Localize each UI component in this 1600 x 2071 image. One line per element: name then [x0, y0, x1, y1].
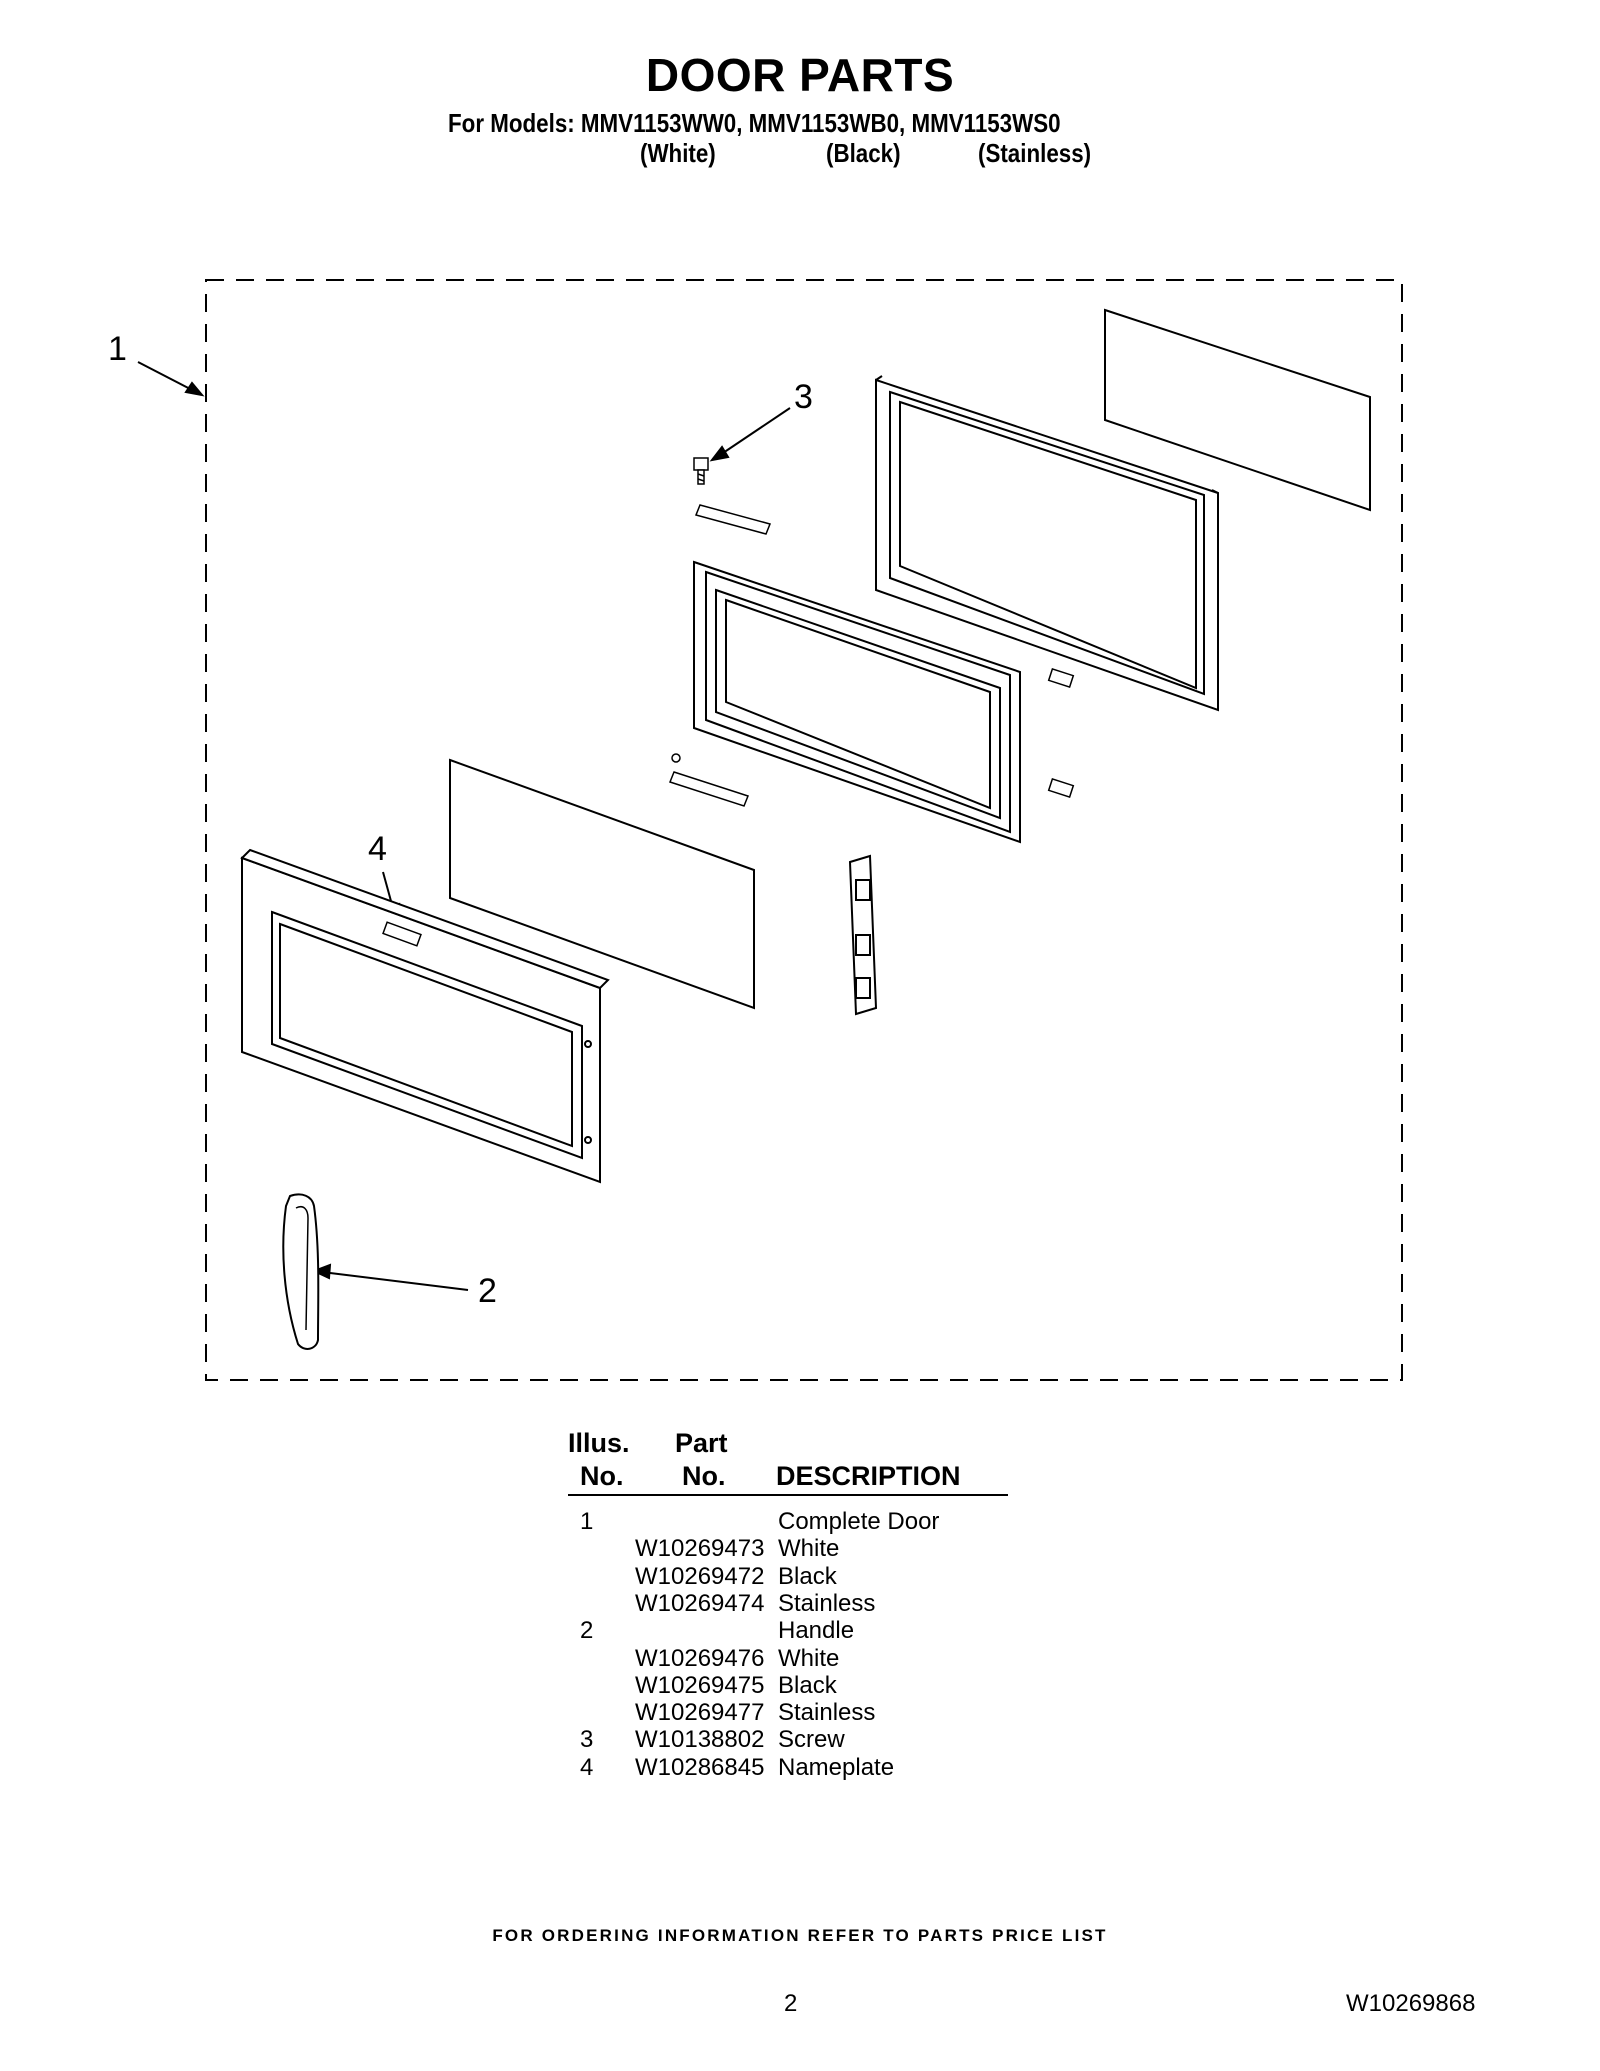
- hinge-pin: [671, 753, 681, 763]
- latch-assembly: [848, 854, 878, 1016]
- part-number: W10269475: [635, 1671, 765, 1699]
- outer-door: [240, 848, 610, 1184]
- table-row: W10269475 Black: [568, 1672, 1008, 1699]
- handle: [282, 1193, 320, 1350]
- table-row: 1 Complete Door: [568, 1508, 1008, 1535]
- table-row: W10269476 White: [568, 1645, 1008, 1672]
- choke-frame: [875, 375, 1219, 712]
- window-film: [1104, 308, 1371, 512]
- part-description: Screw: [778, 1726, 845, 1754]
- callout-1: 1: [108, 330, 127, 368]
- part-number: W10269476: [635, 1644, 765, 1672]
- part-number: W10269474: [635, 1589, 765, 1617]
- diagram-boundary: [205, 279, 1403, 1381]
- illus-number: 4: [580, 1753, 594, 1781]
- illus-number: 1: [580, 1508, 594, 1535]
- page-number: 2: [784, 1990, 798, 2017]
- illus-number: 3: [580, 1726, 594, 1754]
- table-row: W10269477 Stainless: [568, 1699, 1008, 1726]
- header-illus-bottom: No.: [580, 1461, 624, 1491]
- part-description: Black: [778, 1671, 837, 1699]
- table-row: 4 W10286845 Nameplate: [568, 1754, 1008, 1781]
- part-number: W10286845: [635, 1753, 765, 1781]
- table-row: W10269473 White: [568, 1535, 1008, 1562]
- header-rule: [568, 1494, 1008, 1496]
- variant-black: (Black): [826, 138, 901, 168]
- table-row: 3 W10138802 Screw: [568, 1726, 1008, 1753]
- ordering-note: FOR ORDERING INFORMATION REFER TO PARTS …: [492, 1926, 1108, 1945]
- lower-hinge-plate: [669, 771, 749, 807]
- part-number: W10269472: [635, 1562, 765, 1590]
- table-row: W10269472 Black: [568, 1563, 1008, 1590]
- callout-arrow-3: [709, 407, 791, 462]
- callout-arrow-2: [311, 1263, 469, 1291]
- callout-4: 4: [368, 830, 387, 868]
- latch-hook-upper: [1047, 667, 1075, 689]
- part-number: W10138802: [635, 1726, 765, 1754]
- header-part-bottom: No.: [682, 1461, 726, 1491]
- inner-door-panel: [693, 560, 1021, 844]
- part-number: W10269473: [635, 1535, 765, 1563]
- variant-white: (White): [640, 138, 716, 168]
- glass-panel: [449, 758, 755, 1010]
- part-description: Complete Door: [778, 1508, 940, 1535]
- models-line: For Models: MMV1153WW0, MMV1153WB0, MMV1…: [448, 108, 1061, 138]
- part-description: Stainless: [778, 1699, 876, 1727]
- document-number: W10269868: [1346, 1990, 1476, 2017]
- part-description: Handle: [778, 1617, 855, 1645]
- part-description: Nameplate: [778, 1753, 895, 1781]
- page-title: DOOR PARTS: [645, 49, 955, 101]
- upper-hinge-plate: [694, 504, 772, 535]
- illus-number: 2: [580, 1617, 594, 1645]
- table-row: 2 Handle: [568, 1617, 1008, 1644]
- screw: [693, 457, 709, 485]
- exploded-diagram: [137, 279, 1403, 1381]
- part-description: Stainless: [778, 1589, 876, 1617]
- part-description: White: [778, 1644, 840, 1672]
- callout-arrow-1: [137, 361, 205, 397]
- variant-stainless: (Stainless): [978, 138, 1092, 168]
- callout-3: 3: [794, 378, 813, 416]
- nameplate: [382, 921, 422, 947]
- header-part-top: Part: [675, 1428, 728, 1458]
- header-description: DESCRIPTION: [776, 1461, 961, 1491]
- header-illus-top: Illus.: [568, 1428, 630, 1458]
- table-row: W10269474 Stainless: [568, 1590, 1008, 1617]
- latch-hook-lower: [1047, 777, 1075, 799]
- part-description: White: [778, 1535, 840, 1563]
- callout-2: 2: [478, 1272, 497, 1310]
- part-description: Black: [778, 1562, 837, 1590]
- part-number: W10269477: [635, 1699, 765, 1727]
